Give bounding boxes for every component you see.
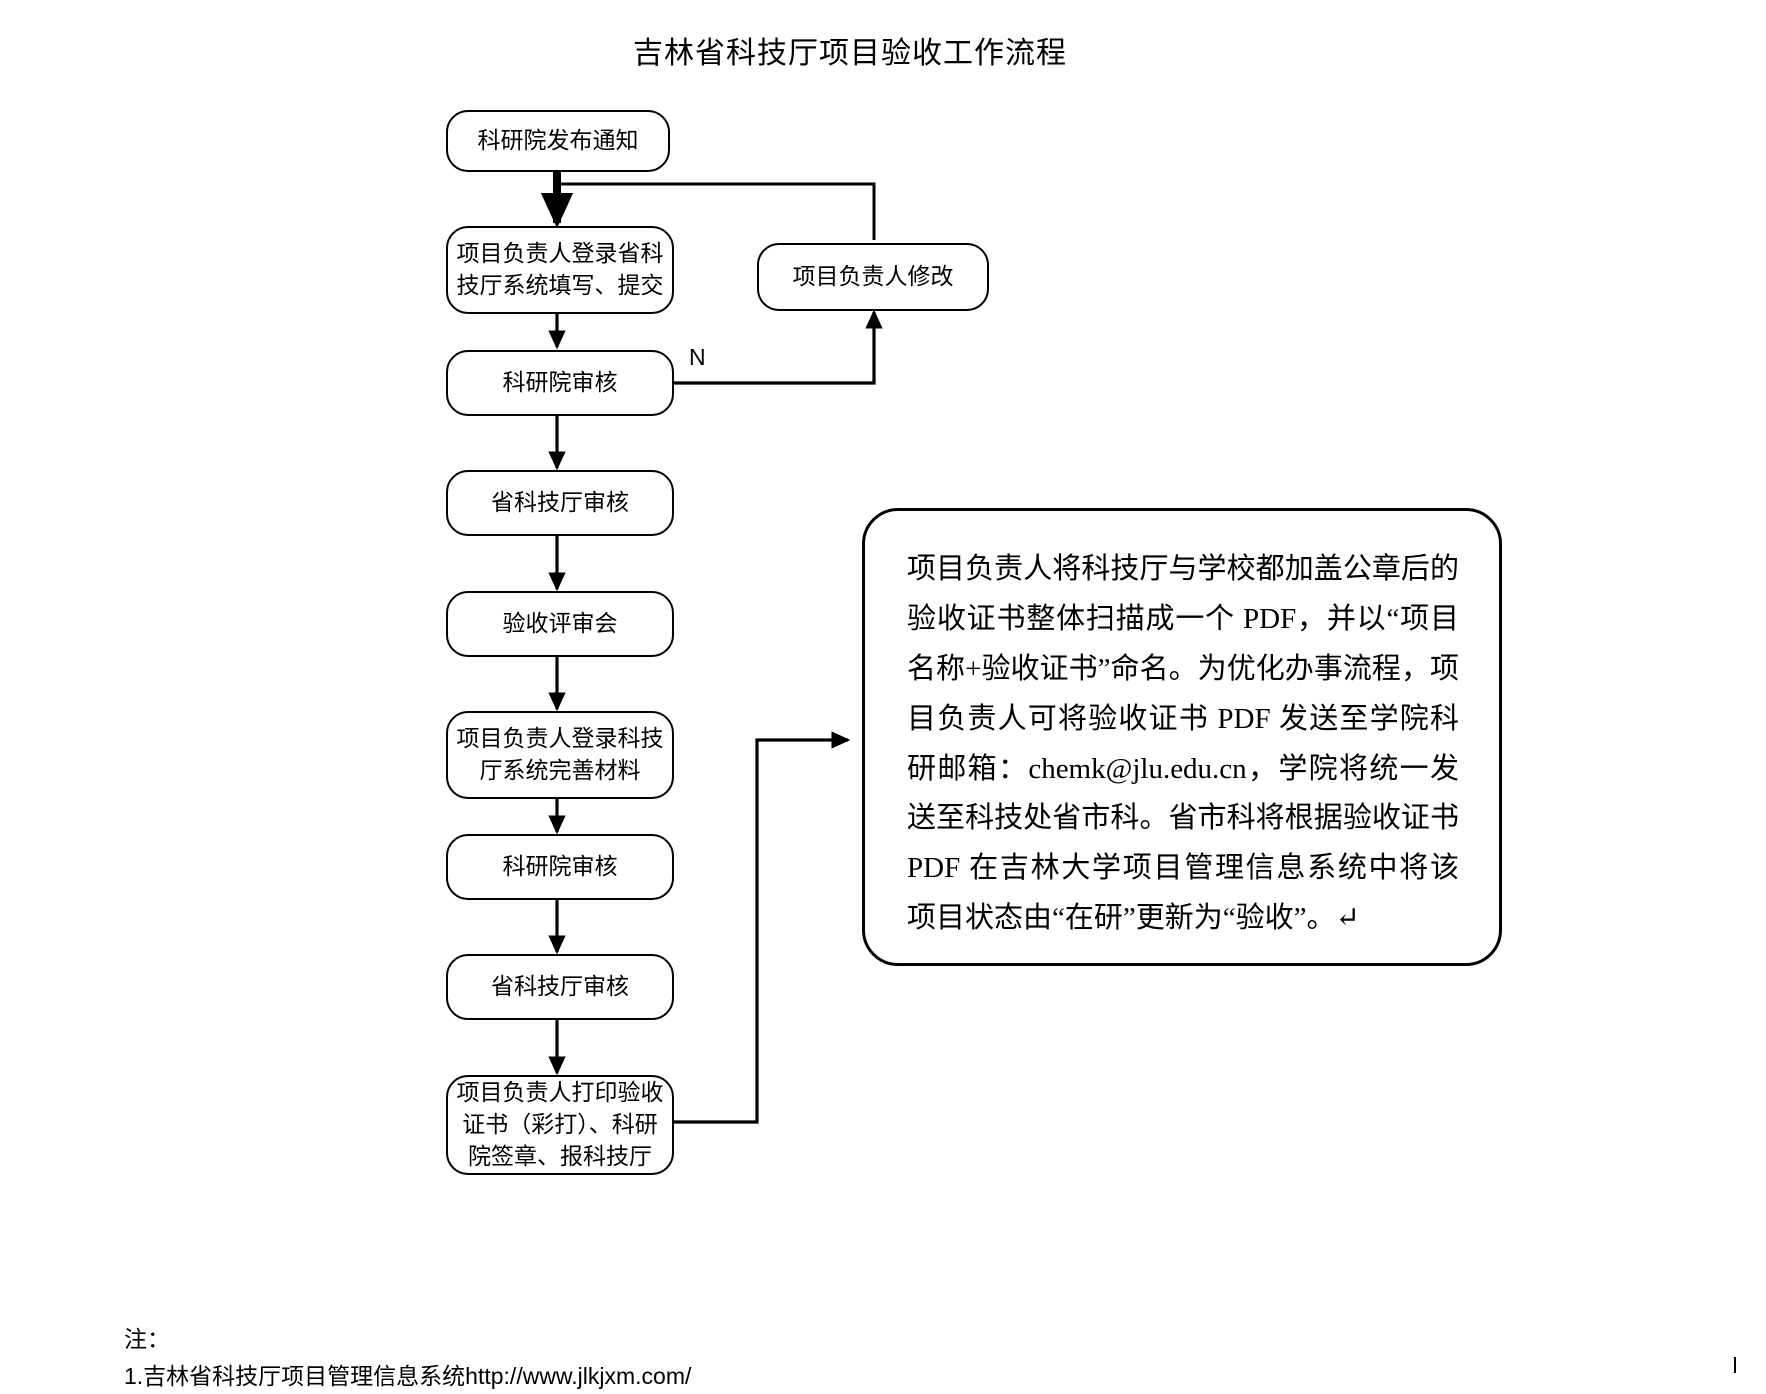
node-label: 科研院审核 bbox=[502, 369, 618, 396]
page-title: 吉林省科技厅项目验收工作流程 bbox=[0, 28, 1766, 72]
footer-note-label: 注： bbox=[124, 1290, 170, 1357]
edge-print-to-callout bbox=[672, 731, 851, 1124]
node-acceptance-meeting[interactable]: 验收评审会 bbox=[446, 591, 674, 657]
node-label: 科研院发布通知 bbox=[477, 127, 639, 154]
node-label: 省科技厅审核 bbox=[491, 489, 629, 516]
node-label: 项目负责人登录省科 技厅系统填写、提交 bbox=[456, 240, 664, 298]
node-label: 省科技厅审核 bbox=[491, 973, 629, 1000]
page-edge-mark bbox=[1734, 1357, 1736, 1373]
node-label: 项目负责人修改 bbox=[792, 263, 954, 290]
node-institute-review-1[interactable]: 科研院审核 bbox=[446, 350, 674, 416]
node-label: 项目负责人登录科技 厅系统完善材料 bbox=[456, 725, 664, 783]
edge-label-no: N bbox=[689, 344, 706, 371]
node-leader-revise[interactable]: 项目负责人修改 bbox=[757, 243, 989, 311]
footer-note-line-1-text: 1.吉林省科技厅项目管理信息系统http://www.jlkjxm.com/ bbox=[124, 1363, 692, 1390]
node-label: 项目负责人打印验收 证书（彩打）、科研 院签章、报科技厅 bbox=[456, 1079, 664, 1169]
node-institute-review-2[interactable]: 科研院审核 bbox=[446, 834, 674, 900]
page-title-text: 吉林省科技厅项目验收工作流程 bbox=[633, 37, 1067, 70]
node-notice-published[interactable]: 科研院发布通知 bbox=[446, 110, 670, 172]
callout-box: 项目负责人将科技厅与学校都加盖公章后的验收证书整体扫描成一个 PDF，并以“项目… bbox=[862, 508, 1502, 966]
edge-label-text: N bbox=[689, 344, 706, 370]
node-label: 验收评审会 bbox=[502, 610, 618, 637]
node-label: 科研院审核 bbox=[502, 853, 618, 880]
node-leader-complete-materials[interactable]: 项目负责人登录科技 厅系统完善材料 bbox=[446, 711, 674, 799]
footer-note-label-text: 注： bbox=[124, 1326, 170, 1353]
callout-text: 项目负责人将科技厅与学校都加盖公章后的验收证书整体扫描成一个 PDF，并以“项目… bbox=[907, 553, 1459, 935]
node-leader-submit-provincial[interactable]: 项目负责人登录省科 技厅系统填写、提交 bbox=[446, 226, 674, 314]
node-provincial-review-2[interactable]: 省科技厅审核 bbox=[446, 954, 674, 1020]
node-print-certificate[interactable]: 项目负责人打印验收 证书（彩打）、科研 院签章、报科技厅 bbox=[446, 1075, 674, 1175]
node-provincial-review-1[interactable]: 省科技厅审核 bbox=[446, 470, 674, 536]
footer-note-line-1: 1.吉林省科技厅项目管理信息系统http://www.jlkjxm.com/ bbox=[124, 1327, 691, 1394]
